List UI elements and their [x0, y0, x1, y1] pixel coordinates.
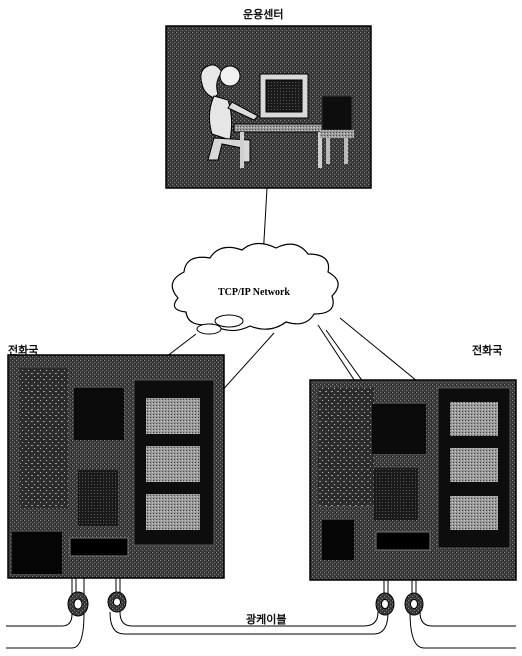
fiber-cable [6, 578, 516, 649]
cable-reel-right-1 [375, 592, 395, 616]
right-office-label: 전화국 [472, 344, 503, 357]
fiber-cable-label: 광케이블 [246, 613, 287, 626]
cloud-bubble-medium [196, 323, 222, 335]
printer-image [320, 95, 354, 164]
cable-reel-left-1 [67, 591, 89, 617]
link-network-to-right-3 [339, 317, 429, 391]
network-cloud [171, 242, 339, 335]
right-office-equipment [309, 379, 517, 581]
left-office-label: 전화국 [8, 344, 39, 357]
operator-figure [200, 64, 259, 163]
operations-center-label: 운용센터 [243, 8, 284, 21]
network-label: TCP/IP Network [218, 287, 290, 298]
cloud-bubble-large [214, 314, 244, 328]
workstation-image [233, 73, 325, 168]
cable-reel-right-2 [404, 592, 424, 616]
cable-reel-left-2 [107, 591, 127, 613]
left-office-equipment [7, 354, 225, 579]
operations-center-image [165, 25, 372, 189]
